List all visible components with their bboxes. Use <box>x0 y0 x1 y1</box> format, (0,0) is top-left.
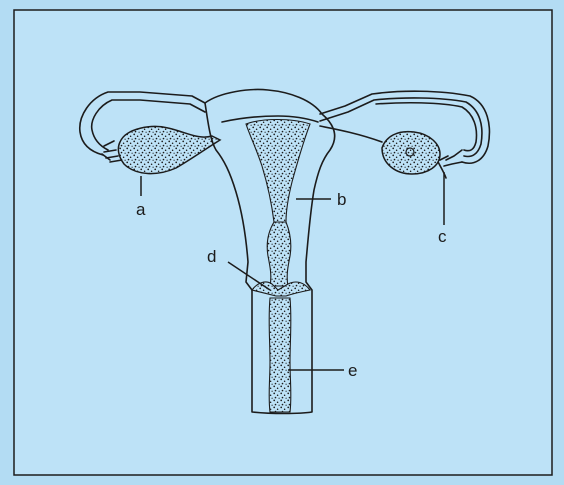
label-b: b <box>337 190 346 209</box>
label-c: c <box>438 227 447 246</box>
right-ovary <box>382 132 440 174</box>
vaginal-canal <box>269 298 291 412</box>
label-d: d <box>207 247 216 266</box>
label-a: a <box>136 200 146 219</box>
label-e: e <box>348 361 357 380</box>
cervical-canal <box>267 222 291 286</box>
